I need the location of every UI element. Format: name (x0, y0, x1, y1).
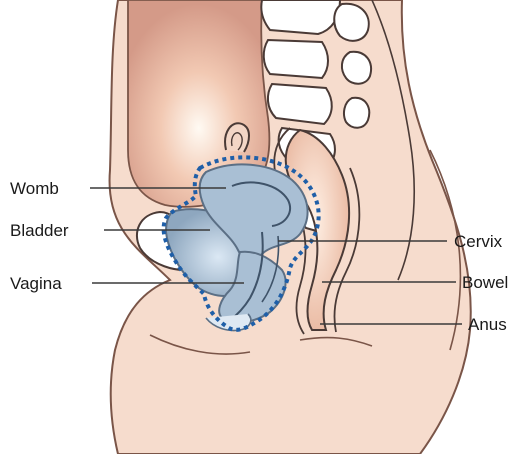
fallopian-tube (225, 123, 249, 152)
bowel-label: Bowel (462, 273, 508, 292)
anus-label: Anus (468, 315, 507, 334)
bladder-label: Bladder (10, 221, 69, 240)
vagina-label: Vagina (10, 274, 62, 293)
womb-label: Womb (10, 179, 59, 198)
cervix-label: Cervix (454, 232, 503, 251)
